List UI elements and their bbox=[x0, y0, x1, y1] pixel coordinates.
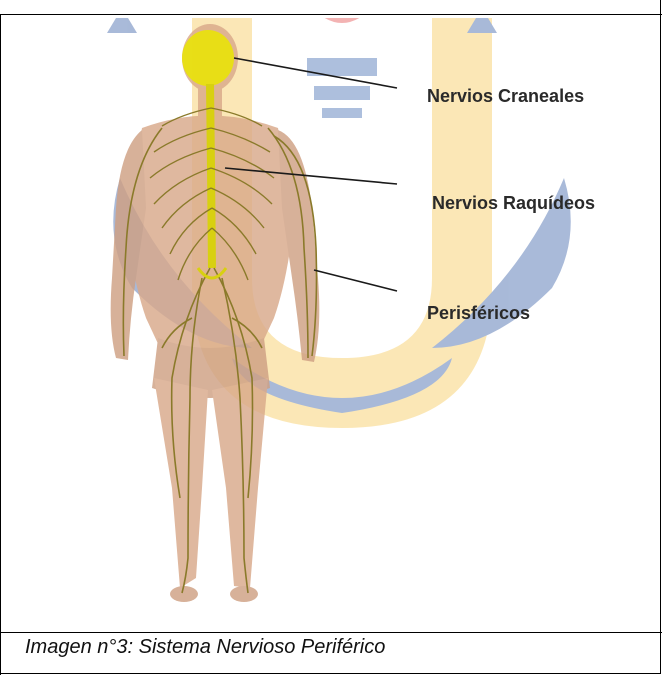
label-spinal-nerves: Nervios Raquídeos bbox=[432, 193, 595, 214]
figure-illustration bbox=[12, 18, 652, 624]
figure-caption: Imagen n°3: Sistema Nervioso Periférico bbox=[25, 636, 385, 659]
label-cranial-nerves: Nervios Craneales bbox=[427, 86, 584, 107]
frame-top-border bbox=[0, 14, 662, 15]
label-peripheral-nerves: Perisféricos bbox=[427, 303, 530, 324]
brain bbox=[182, 30, 234, 86]
nervous-system-figure: Nervios Craneales Nervios Raquídeos Peri… bbox=[12, 18, 652, 624]
pointer-peripheral bbox=[314, 270, 397, 291]
spinal-cord bbox=[210, 84, 212, 268]
caption-divider bbox=[0, 632, 662, 633]
frame-left-border bbox=[0, 14, 1, 675]
human-body-silhouette bbox=[111, 24, 320, 602]
